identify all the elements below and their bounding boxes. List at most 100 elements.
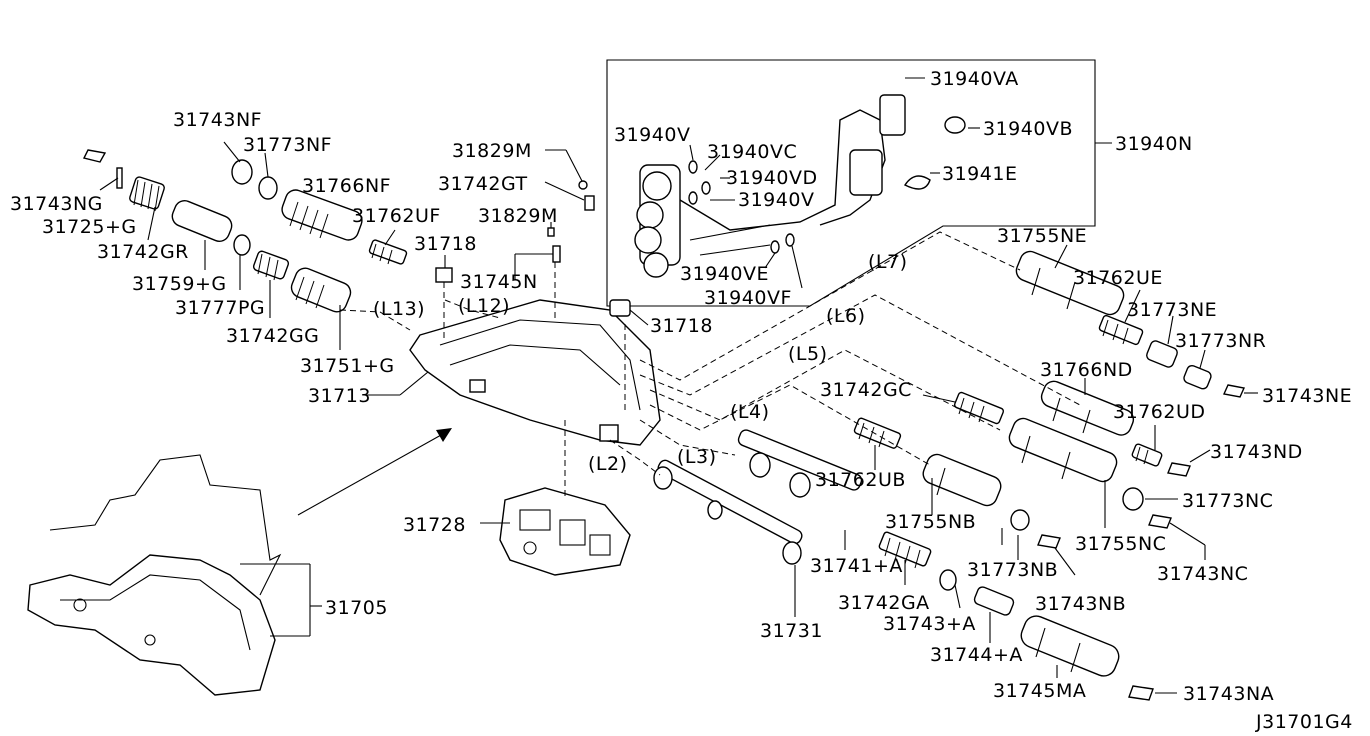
pin-31725G	[116, 167, 123, 189]
label-31755NC: 31755NC	[1075, 533, 1166, 555]
label-31742GG: 31742GG	[226, 325, 319, 347]
label-31762UF: 31762UF	[352, 205, 441, 227]
spring-31742GA	[878, 531, 932, 569]
label-31745MA: 31745MA	[993, 680, 1086, 702]
line-label-L7: (L7)	[868, 251, 908, 273]
label-31773NB: 31773NB	[967, 559, 1058, 581]
clip-31941E	[903, 175, 931, 190]
label-31743A: 31743+A	[883, 613, 976, 635]
drawing-code: J31701G4	[1255, 711, 1353, 733]
filter-31718-left	[435, 267, 453, 283]
label-31742GC: 31742GC	[820, 379, 912, 401]
label-31941E: 31941E	[942, 163, 1017, 185]
label-31743NF: 31743NF	[173, 109, 262, 131]
spring-31745N	[552, 245, 561, 263]
plug-31743A	[939, 569, 957, 591]
label-31777PG: 31777PG	[175, 297, 265, 319]
label-31755NB: 31755NB	[885, 511, 976, 533]
assembly-arrow	[297, 429, 451, 516]
o-ring-31940VF	[785, 233, 795, 247]
label-31762UE: 31762UE	[1073, 267, 1163, 289]
label-31766NF: 31766NF	[302, 175, 391, 197]
label-31742GT: 31742GT	[438, 173, 528, 195]
label-31773NE: 31773NE	[1127, 299, 1217, 321]
line-label-L6: (L6)	[826, 305, 866, 327]
ball-31829M-mid	[547, 227, 555, 237]
label-31773NC: 31773NC	[1182, 490, 1273, 512]
label-31940N: 31940N	[1115, 133, 1193, 155]
label-31744A: 31744+A	[930, 644, 1023, 666]
sleeve-31759G	[171, 200, 233, 242]
label-31705: 31705	[325, 597, 388, 619]
line-L7-path	[639, 231, 1021, 381]
label-31773NR: 31773NR	[1175, 330, 1266, 352]
label-31829M-top: 31829M	[452, 140, 532, 162]
label-31829M-mid: 31829M	[478, 205, 558, 227]
label-31762UB: 31762UB	[815, 469, 906, 491]
label-31743NE: 31743NE	[1262, 385, 1352, 407]
label-31940VB: 31940VB	[983, 118, 1073, 140]
upper-valve-body-31713	[409, 299, 661, 446]
valve-31731	[653, 459, 803, 565]
plug-31773NE	[1146, 340, 1178, 368]
plug-31773NB	[1010, 509, 1030, 531]
label-31742GR: 31742GR	[97, 241, 189, 263]
retainer-31743NC	[1148, 514, 1172, 529]
spring-31742GT	[584, 195, 595, 211]
label-31731: 31731	[760, 620, 823, 642]
line-L2-path	[609, 439, 661, 476]
label-31741A: 31741+A	[810, 555, 903, 577]
valve-31744A	[973, 586, 1015, 616]
retainer-31743ND	[1167, 462, 1191, 477]
retainer-31743NA	[1128, 685, 1154, 701]
o-ring-31940VD	[688, 191, 698, 205]
label-31755NE: 31755NE	[997, 225, 1087, 247]
label-31766ND: 31766ND	[1040, 359, 1133, 381]
separator-plate-31728	[499, 487, 631, 576]
valve-31755NE	[1015, 250, 1125, 316]
o-ring-31940VC	[701, 181, 711, 195]
spring-31762UB	[853, 417, 902, 449]
spring-31742GR	[129, 176, 165, 212]
label-31742GA: 31742GA	[838, 592, 930, 614]
plug-31773NF	[258, 176, 278, 200]
label-31751G: 31751+G	[300, 355, 395, 377]
label-31743NC: 31743NC	[1157, 563, 1248, 585]
plug-31743NF	[231, 159, 253, 185]
label-31940VA: 31940VA	[930, 68, 1019, 90]
plug-31773NC	[1122, 487, 1144, 511]
valve-31751G	[290, 267, 352, 313]
label-31940V: 31940V	[614, 124, 690, 146]
label-31940VE: 31940VE	[680, 263, 769, 285]
line-L13-path	[339, 309, 411, 331]
label-31759G: 31759+G	[132, 273, 227, 295]
retainer-31743NG	[82, 149, 107, 163]
valve-31766NF	[281, 189, 363, 241]
line-L6-path	[639, 294, 1081, 406]
lower-valve-body-31705	[27, 454, 282, 696]
arrow-head	[436, 428, 452, 442]
label-31773NF: 31773NF	[243, 134, 332, 156]
valve-31755NC	[1008, 417, 1118, 483]
o-ring-31940VB	[944, 116, 966, 134]
label-31743ND: 31743ND	[1210, 441, 1303, 463]
label-31718-right: 31718	[650, 315, 713, 337]
label-31728: 31728	[403, 514, 466, 536]
filter-31718-right	[609, 299, 631, 317]
spring-31762UE	[1098, 314, 1144, 346]
o-ring-31940VE	[770, 240, 780, 254]
line-label-L5: (L5)	[788, 343, 828, 365]
o-ring-31940V	[688, 160, 698, 174]
line-label-L3: (L3)	[677, 446, 717, 468]
ball-31829M-top	[578, 180, 588, 190]
label-31713: 31713	[308, 385, 371, 407]
label-31725G: 31725+G	[42, 216, 137, 238]
plug-31773NR	[1183, 364, 1212, 390]
line-label-L4: (L4)	[730, 401, 770, 423]
valve-31766ND	[1040, 380, 1135, 436]
label-31743NB: 31743NB	[1035, 593, 1126, 615]
label-31718-left: 31718	[414, 233, 477, 255]
label-31743NG: 31743NG	[10, 193, 103, 215]
label-31745N: 31745N	[460, 271, 538, 293]
